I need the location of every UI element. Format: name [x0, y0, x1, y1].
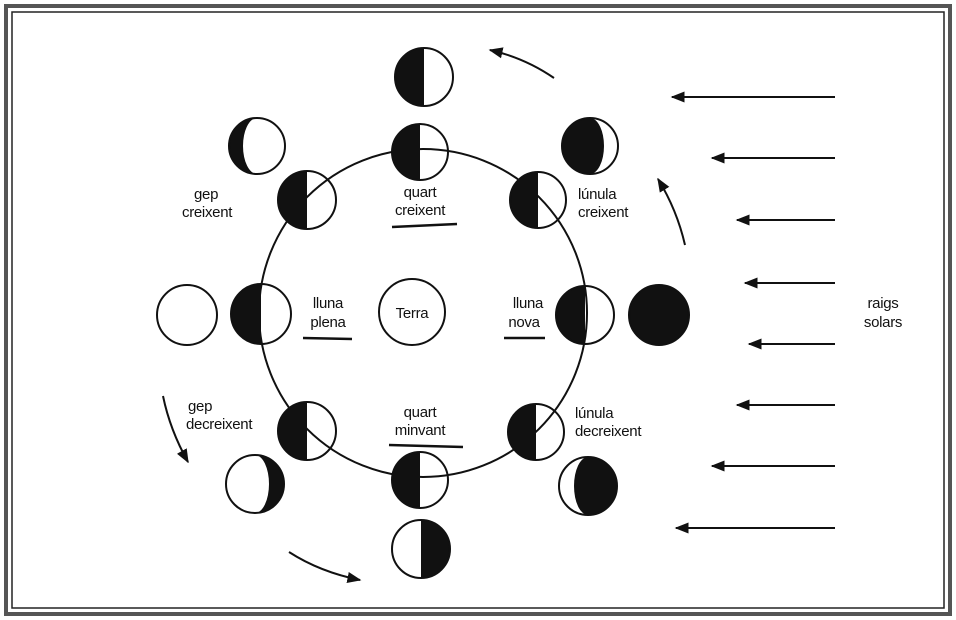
sun-rays [670, 91, 835, 534]
label-waning-gibbous-2: decreixent [186, 416, 253, 433]
orbit-moon-waxing-crescent [509, 171, 567, 229]
label-sun-rays-2: solars [864, 314, 902, 331]
label-waxing-crescent-2: creixent [578, 204, 629, 221]
view-moon-waxing-crescent [561, 117, 619, 175]
view-moon-waxing-gibbous [228, 117, 286, 175]
label-sun-rays-1: raigs [867, 295, 898, 312]
view-moon-last-quarter [391, 519, 451, 579]
label-first-quarter-2: creixent [395, 202, 446, 219]
view-moon-waning-crescent [558, 456, 618, 516]
orbit-arrow-top [488, 47, 555, 79]
label-waxing-crescent-1: lúnula [578, 186, 617, 203]
underline-first-quarter [391, 222, 458, 229]
orbit-moon-waning-gibbous [277, 401, 337, 461]
label-waxing-gibbous-2: creixent [182, 204, 233, 221]
orbit-arrow-right [657, 177, 686, 246]
label-waning-gibbous-1: gep [188, 398, 212, 415]
orbit-moon-waning-crescent [507, 403, 565, 461]
label-first-quarter-1: quart [404, 184, 438, 201]
label-new-moon-1: lluna [513, 295, 544, 312]
orbit-arrow-left [162, 395, 189, 464]
view-moon-new [628, 284, 690, 346]
view-moon-first-quarter [394, 47, 454, 107]
view-moon-full [156, 284, 218, 346]
earth [378, 278, 446, 346]
orbit-moon-full-position [230, 283, 292, 345]
label-waxing-gibbous-1: gep [194, 186, 218, 203]
label-waning-crescent-2: decreixent [575, 423, 642, 440]
view-moon-waning-gibbous [225, 454, 285, 514]
orbit-direction-arrows [162, 47, 686, 584]
earth-label: Terra [396, 305, 430, 322]
underline-full-moon [302, 336, 353, 341]
orbit-arrow-bottom [288, 551, 362, 584]
orbit-moon-last-quarter [391, 451, 449, 509]
label-new-moon-2: nova [508, 314, 540, 331]
orbit-moon-new-position [555, 285, 615, 345]
label-full-moon-1: lluna [313, 295, 344, 312]
underline-last-quarter [388, 443, 464, 449]
outer-frame [4, 4, 952, 616]
label-full-moon-2: plena [310, 314, 346, 331]
inner-frame [11, 11, 945, 609]
label-waning-crescent-1: lúnula [575, 405, 614, 422]
label-last-quarter-1: quart [404, 404, 438, 421]
label-last-quarter-2: minvant [395, 422, 447, 439]
orbit-moon-first-quarter [391, 123, 449, 181]
orbit-moon-waxing-gibbous [277, 170, 337, 230]
